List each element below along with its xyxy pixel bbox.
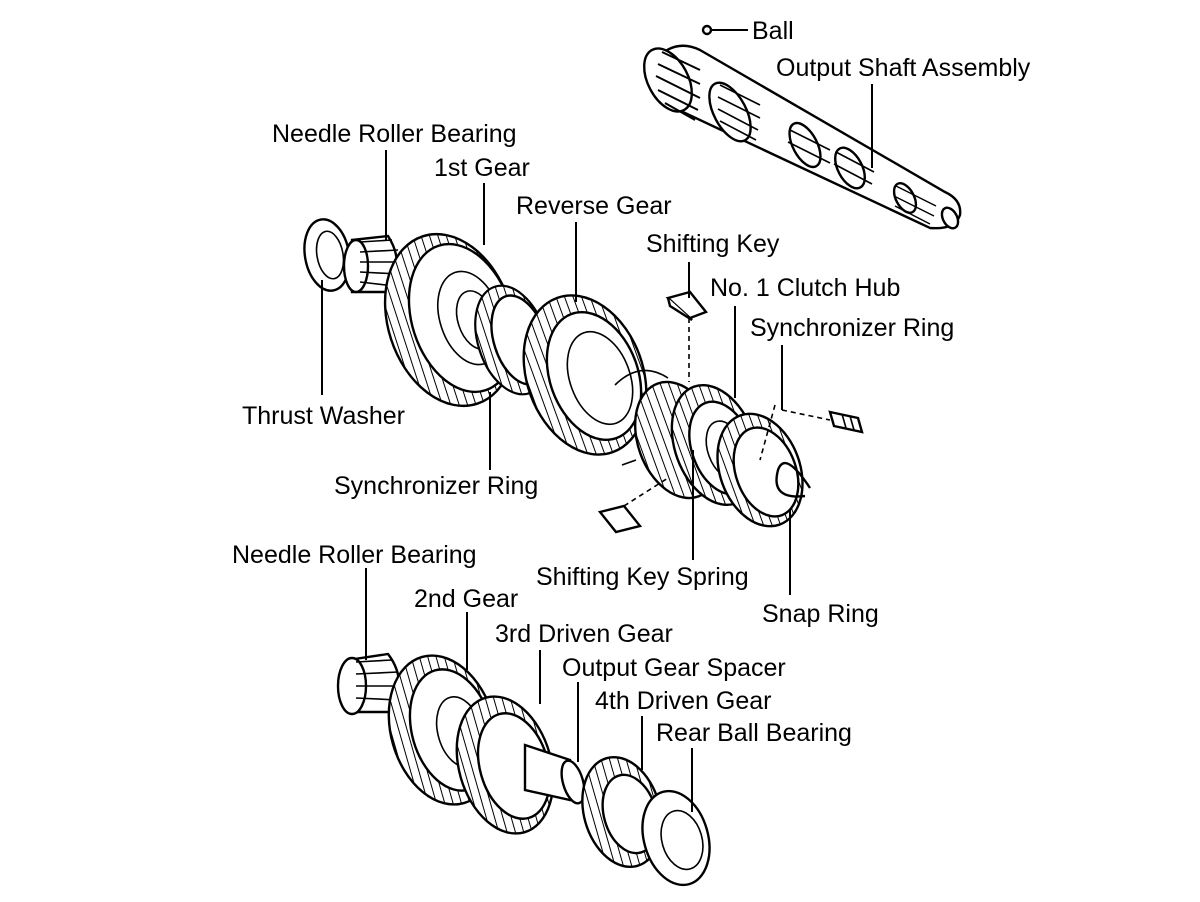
label-shifting-key-spring: Shifting Key Spring — [536, 563, 749, 591]
label-thrust-washer: Thrust Washer — [242, 402, 405, 430]
label-ball: Ball — [752, 17, 794, 45]
spring-end — [621, 459, 637, 466]
thrust-washer — [303, 218, 351, 292]
label-reverse-gear: Reverse Gear — [516, 192, 672, 220]
shifting-key-bottom — [597, 504, 643, 534]
label-first-gear: 1st Gear — [434, 154, 530, 182]
label-third-driven-gear: 3rd Driven Gear — [495, 620, 673, 648]
third-driven-gear — [455, 695, 572, 835]
label-shifting-key-top: Shifting Key — [646, 230, 780, 258]
label-snap-ring: Snap Ring — [762, 600, 879, 628]
label-synchronizer-ring-right: Synchronizer Ring — [750, 314, 954, 342]
label-no1-clutch-hub: No. 1 Clutch Hub — [710, 274, 900, 302]
leader-lines — [321, 29, 873, 812]
label-fourth-driven-gear: 4th Driven Gear — [595, 687, 771, 715]
snap-ring — [775, 461, 812, 498]
label-needle-roller-bearing-top: Needle Roller Bearing — [272, 120, 517, 148]
labels: Ball Output Shaft Assembly Needle Roller… — [232, 17, 1031, 747]
label-needle-roller-bearing-bottom: Needle Roller Bearing — [232, 541, 477, 569]
label-rear-ball-bearing: Rear Ball Bearing — [656, 719, 852, 747]
rear-ball-bearing — [641, 789, 711, 887]
label-second-gear: 2nd Gear — [414, 585, 518, 613]
output-shaft-assembly — [642, 24, 962, 230]
needle-roller-bearing-bottom — [336, 652, 401, 716]
shifting-key-top — [665, 290, 708, 322]
shifting-key-right — [828, 410, 864, 434]
label-output-shaft-assembly: Output Shaft Assembly — [776, 54, 1031, 82]
output-gear-spacer — [560, 759, 586, 805]
label-output-gear-spacer: Output Gear Spacer — [562, 654, 786, 682]
synchronizer-ring-right — [716, 412, 804, 528]
shifting-key-spring-wire — [614, 369, 669, 386]
label-synchronizer-ring-left: Synchronizer Ring — [334, 472, 538, 500]
reverse-gear — [522, 294, 648, 456]
